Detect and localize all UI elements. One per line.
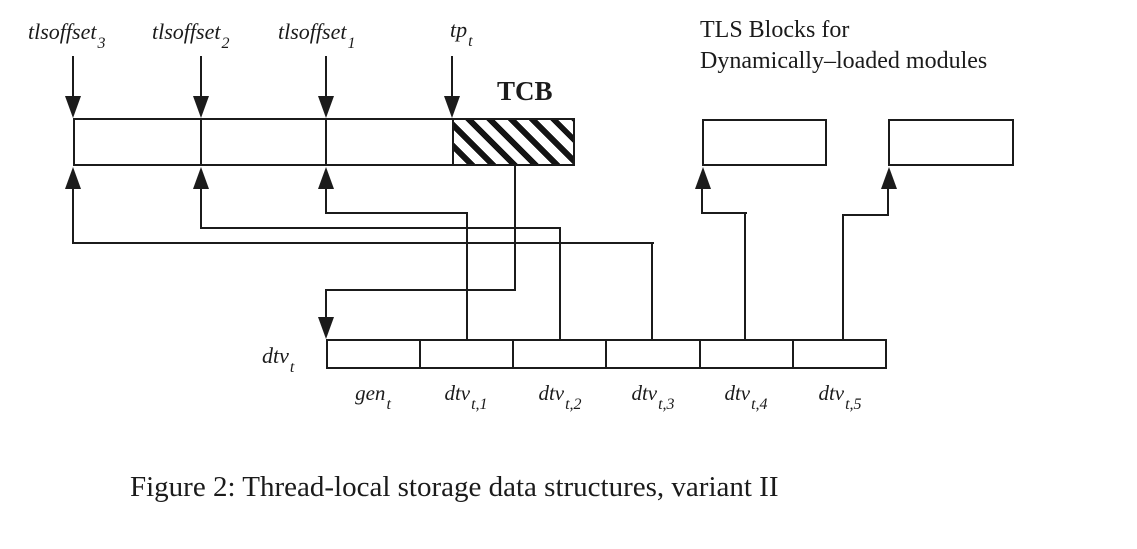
dtv-cell-label-gen: gent: [325, 382, 421, 414]
tls-blocks-note-line1: TLS Blocks for: [700, 17, 850, 43]
connector-dtv4-vline: [744, 212, 746, 340]
tcb-dtv-pointer-hline: [325, 289, 516, 291]
dtv-array-divider-1: [419, 339, 421, 369]
dtv4-up-arrow-icon: [695, 167, 711, 189]
dtv-cell-label-1: dtvt,1: [418, 382, 514, 414]
dtv4-label-sub: t,4: [751, 396, 768, 413]
tlsoffset1-label: tlsoffset1: [278, 20, 355, 53]
tls-blocks-note-line2: Dynamically–loaded modules: [700, 48, 988, 74]
dtv1-label-sub: t,1: [471, 396, 488, 413]
dtv2-label-sub: t,2: [565, 396, 582, 413]
connector-dtv5-hline: [843, 214, 889, 216]
tp-label-main: tp: [450, 17, 468, 42]
dtv4-label-main: dtv: [724, 381, 751, 405]
dtv5-label-main: dtv: [818, 381, 845, 405]
tcb-block: [452, 118, 575, 166]
gen-label-main: gen: [355, 381, 386, 405]
dtv1-up-arrow-icon: [318, 167, 334, 189]
tp-down-arrow-icon: [444, 96, 460, 118]
connector-dtv2-hline: [200, 227, 561, 229]
dtv2-up-arrow-icon: [193, 167, 209, 189]
dynamic-tls-block-1: [702, 119, 827, 166]
dtv3-arrow-stem: [72, 187, 74, 244]
static-tls-block-divider-1: [200, 118, 202, 166]
dtv5-up-arrow-icon: [881, 167, 897, 189]
dtv-cell-label-5: dtvt,5: [792, 382, 888, 414]
tlsoffset1-down-arrow-icon: [318, 96, 334, 118]
connector-dtv5-vline: [842, 214, 844, 340]
tlsoffset3-arrow-stem: [72, 56, 74, 98]
dtv-array-divider-3: [605, 339, 607, 369]
tp-label: tpt: [450, 18, 473, 51]
connector-dtv2-vline: [559, 227, 561, 340]
tcb-dtv-pointer-vline: [514, 166, 516, 291]
dtv1-label-main: dtv: [444, 381, 471, 405]
dtv-pointer-label-sub: t: [289, 359, 295, 376]
dtv-pointer-label: dtvt: [262, 344, 294, 377]
tlsoffset2-label-main: tlsoffset: [152, 19, 221, 44]
dtv-pointer-label-main: dtv: [262, 343, 289, 368]
dtv2-label-main: dtv: [538, 381, 565, 405]
tlsoffset2-down-arrow-icon: [193, 96, 209, 118]
tp-arrow-stem: [451, 56, 453, 98]
dtv2-arrow-stem: [200, 187, 202, 229]
dtv-down-arrow-icon: [318, 317, 334, 339]
tlsoffset3-label-sub: 3: [97, 35, 106, 52]
tlsoffset1-label-sub: 1: [347, 35, 356, 52]
tlsoffset2-arrow-stem: [200, 56, 202, 98]
connector-dtv3-hline: [73, 242, 654, 244]
dtv3-label-sub: t,3: [658, 396, 675, 413]
tlsoffset3-down-arrow-icon: [65, 96, 81, 118]
dtv-cell-label-3: dtvt,3: [605, 382, 701, 414]
tlsoffset3-label: tlsoffset3: [28, 20, 105, 53]
tlsoffset1-arrow-stem: [325, 56, 327, 98]
dtv4-arrow-stem: [701, 187, 703, 214]
figure-caption: Figure 2: Thread-local storage data stru…: [130, 471, 779, 503]
dtv5-arrow-stem: [887, 187, 889, 216]
connector-dtv3-vline: [651, 242, 653, 340]
dtv1-arrow-stem: [325, 187, 327, 214]
dtv5-label-sub: t,5: [845, 396, 862, 413]
tlsoffset1-label-main: tlsoffset: [278, 19, 347, 44]
dynamic-tls-block-2: [888, 119, 1014, 166]
connector-dtv4-hline: [701, 212, 747, 214]
tcb-label: TCB: [497, 76, 553, 106]
dtv3-label-main: dtv: [631, 381, 658, 405]
connector-dtv1-hline: [325, 212, 468, 214]
dtv-array-divider-5: [792, 339, 794, 369]
tp-label-sub: t: [468, 33, 473, 50]
dtv-cell-label-4: dtvt,4: [698, 382, 794, 414]
tlsoffset2-label: tlsoffset2: [152, 20, 229, 53]
connector-dtv1-vline: [466, 212, 468, 340]
tlsoffset2-label-sub: 2: [221, 35, 230, 52]
gen-label-sub: t: [386, 396, 391, 413]
dtv-cell-label-2: dtvt,2: [512, 382, 608, 414]
dtv3-up-arrow-icon: [65, 167, 81, 189]
tlsoffset3-label-main: tlsoffset: [28, 19, 97, 44]
dtv-array-divider-4: [699, 339, 701, 369]
tcb-dtv-pointer-stem: [325, 289, 327, 318]
static-tls-block-divider-2: [325, 118, 327, 166]
dtv-array-divider-2: [512, 339, 514, 369]
